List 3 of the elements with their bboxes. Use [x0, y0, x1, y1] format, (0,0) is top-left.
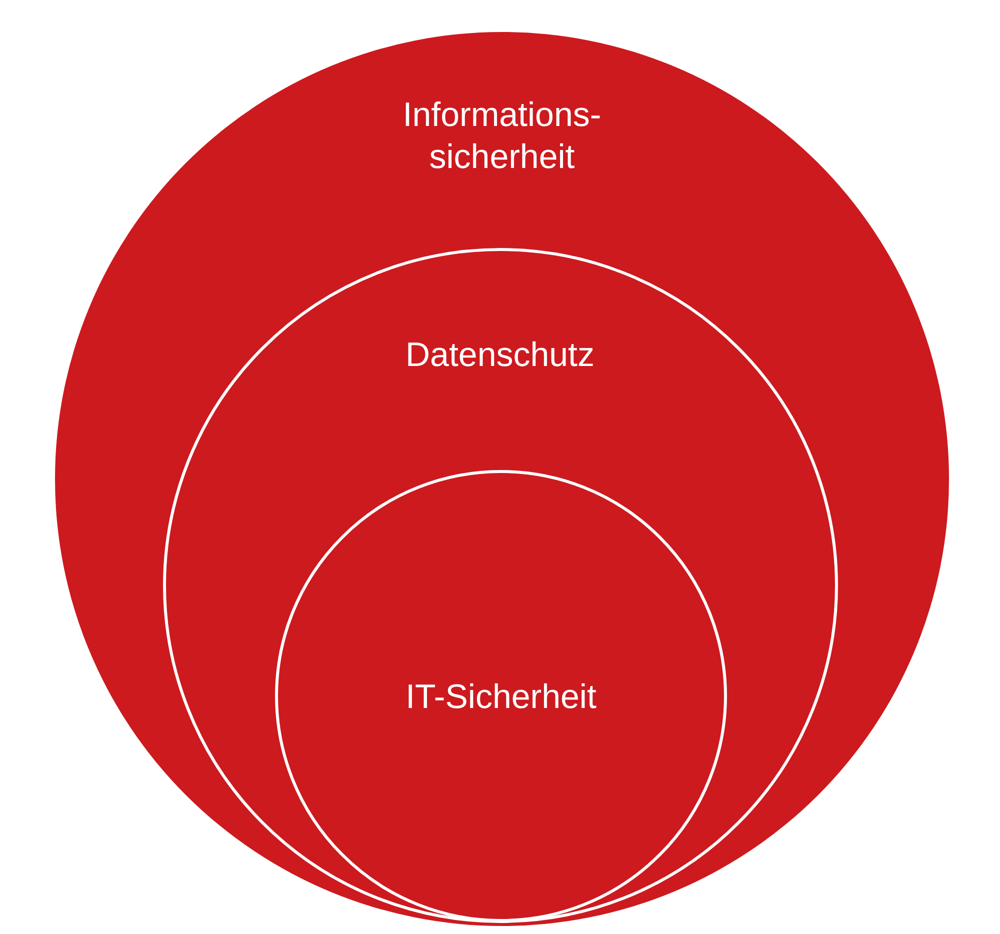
circle-label: Informations- sicherheit [402, 95, 602, 178]
circle-label: Datenschutz [404, 335, 596, 376]
circle-label: IT-Sicherheit [404, 677, 598, 718]
